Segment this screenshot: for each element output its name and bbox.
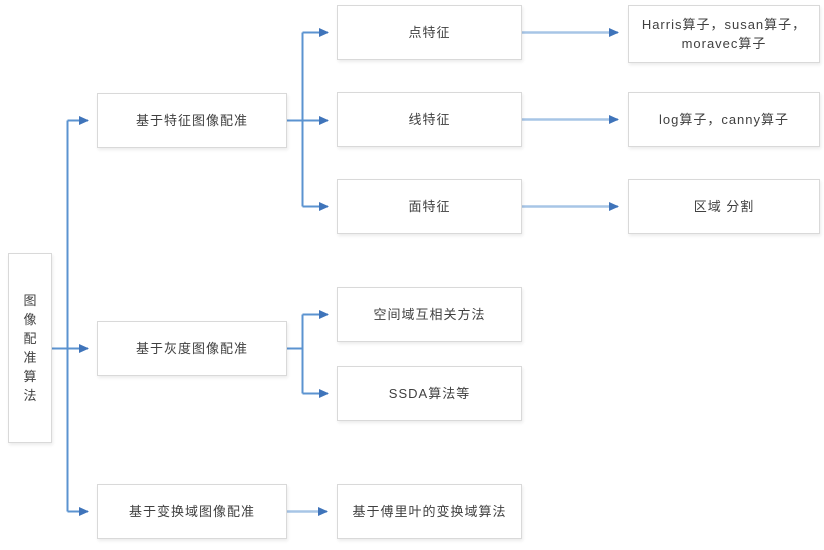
node-label: 区域 分割	[693, 199, 755, 214]
node-label: 基于特征图像配准	[135, 113, 248, 128]
node-root-image-registration: 图像配准算法	[8, 253, 52, 443]
node-root-label: 图像配准算法	[23, 293, 37, 403]
node-label: SSDA算法等	[388, 386, 471, 401]
node-gray-based-registration: 基于灰度图像配准	[97, 321, 287, 376]
node-transform-domain-registration: 基于变换域图像配准	[97, 484, 287, 539]
node-label: log算子，canny算子	[658, 112, 790, 127]
node-area-feature: 面特征	[337, 179, 522, 234]
node-label: 面特征	[408, 199, 451, 214]
node-label: 线特征	[408, 112, 451, 127]
node-label: Harris算子，susan算子， moravec算子	[641, 17, 807, 51]
node-harris-susan-moravec-operators: Harris算子，susan算子， moravec算子	[628, 5, 820, 63]
node-label: 点特征	[408, 25, 451, 40]
node-spatial-cross-correlation: 空间域互相关方法	[337, 287, 522, 342]
node-label: 基于变换域图像配准	[128, 504, 255, 519]
node-line-feature: 线特征	[337, 92, 522, 147]
node-label: 基于灰度图像配准	[135, 341, 248, 356]
node-feature-based-registration: 基于特征图像配准	[97, 93, 287, 148]
node-fourier-transform-method: 基于傅里叶的变换域算法	[337, 484, 522, 539]
node-point-feature: 点特征	[337, 5, 522, 60]
node-log-canny-operators: log算子，canny算子	[628, 92, 820, 147]
node-label: 基于傅里叶的变换域算法	[352, 504, 507, 519]
node-ssda-algorithm: SSDA算法等	[337, 366, 522, 421]
node-region-segmentation: 区域 分割	[628, 179, 820, 234]
node-label: 空间域互相关方法	[373, 307, 486, 322]
